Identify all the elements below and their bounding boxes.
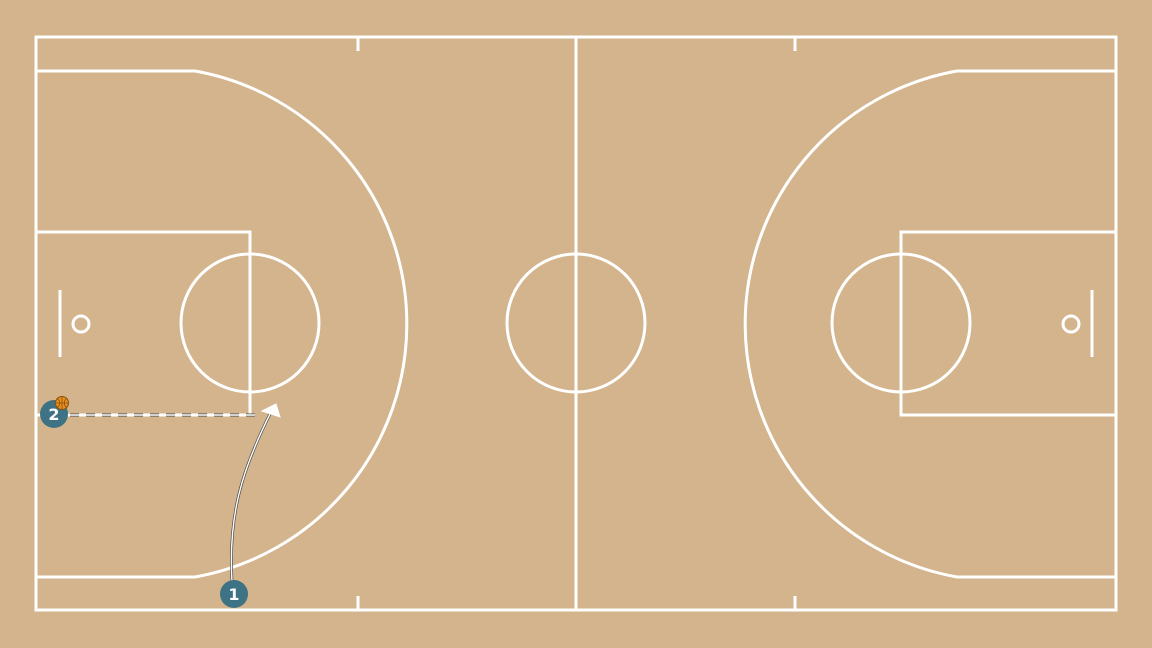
- free-throw-lane-right: [899, 230, 1118, 417]
- right-half: [743, 69, 1118, 579]
- player-1-circle: [220, 580, 248, 608]
- cut-path-highlight: [230, 413, 271, 583]
- hoop-left: [71, 314, 91, 334]
- three-point-line-left: [36, 69, 409, 579]
- ball-seams: [55, 396, 69, 410]
- player-2-label: 2: [48, 405, 59, 424]
- free-throw-circle-left: [179, 252, 321, 394]
- three-point-line-right: [743, 69, 1116, 579]
- center-circle: [505, 252, 647, 394]
- basketball-icon: [55, 396, 69, 410]
- cut-arrow-head: [260, 403, 281, 418]
- hoop-right: [1061, 314, 1081, 334]
- player-1-label: 1: [228, 585, 239, 604]
- play-diagram: 1 2: [40, 396, 281, 608]
- free-throw-circle-right: [830, 252, 972, 394]
- player-1-marker[interactable]: 1: [220, 580, 248, 608]
